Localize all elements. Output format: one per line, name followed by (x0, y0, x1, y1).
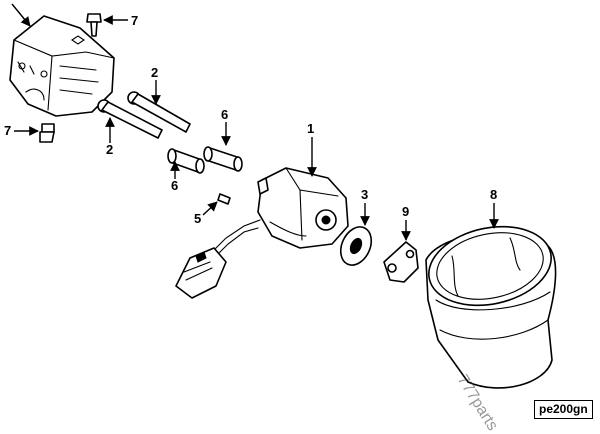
svg-text:1: 1 (307, 121, 314, 136)
exploded-parts-diagram: 7 7 2 2 6 6 1 5 3 9 8 (4, 3, 557, 389)
svg-text:8: 8 (490, 187, 497, 202)
bracket-cover-part (9, 15, 115, 117)
sleeve-6-lower-part (167, 148, 205, 174)
bolt-2-upper-part (127, 91, 191, 133)
actuator-1-part (175, 167, 349, 299)
svg-text:3: 3 (361, 187, 368, 202)
bolt-2-lower-part (97, 99, 163, 139)
callout-arrow-cover (11, 3, 31, 27)
svg-text:5: 5 (194, 211, 201, 226)
callout-5: 5 (194, 201, 218, 226)
callout-1: 1 (307, 121, 317, 177)
pin-5-part (217, 193, 231, 205)
svg-text:7: 7 (131, 13, 138, 28)
callout-6-upper: 6 (221, 107, 231, 146)
callout-2-lower: 2 (105, 117, 115, 157)
screw-7-left-part (39, 123, 55, 143)
svg-text:2: 2 (151, 65, 158, 80)
svg-text:9: 9 (402, 204, 409, 219)
callout-8: 8 (489, 187, 499, 229)
callout-3: 3 (360, 187, 370, 226)
callout-9: 9 (401, 204, 411, 241)
screw-7-top-part (86, 13, 102, 37)
callout-2-upper: 2 (151, 65, 161, 105)
callout-7-left: 7 (4, 123, 39, 138)
svg-text:7: 7 (4, 123, 11, 138)
svg-text:6: 6 (221, 107, 228, 122)
housing-8-part (425, 225, 557, 389)
figure-code-label: pe200gn (534, 400, 593, 419)
svg-text:6: 6 (171, 178, 178, 193)
callout-6-lower: 6 (170, 161, 180, 193)
gasket-9-part (383, 241, 419, 283)
callout-7-top: 7 (103, 13, 138, 28)
svg-text:2: 2 (106, 142, 113, 157)
washer-3-part (339, 226, 373, 266)
sleeve-6-upper-part (203, 146, 243, 172)
